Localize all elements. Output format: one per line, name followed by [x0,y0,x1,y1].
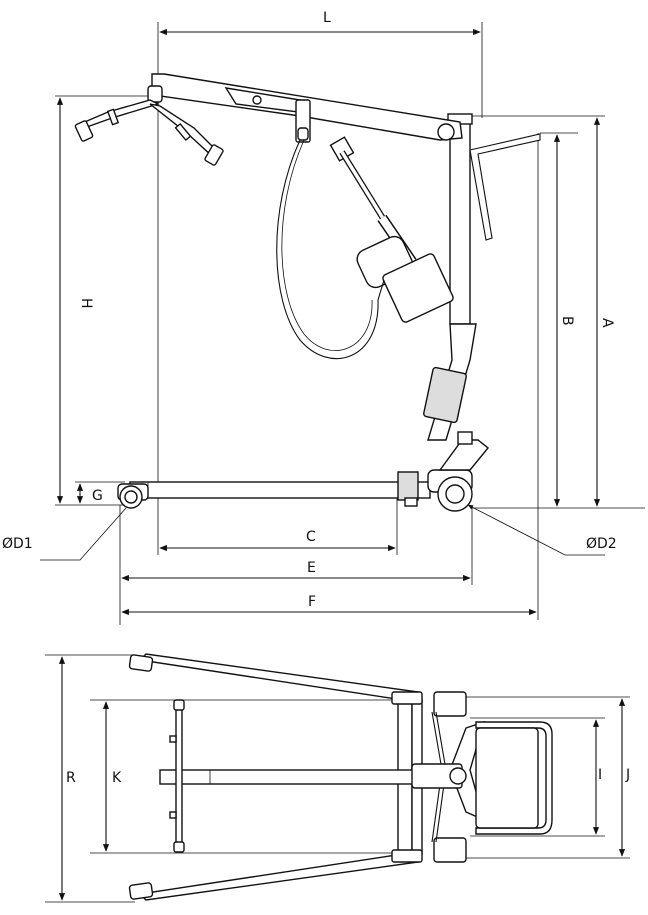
extension-lines-top [45,654,630,903]
spreader-bar-top [169,699,185,853]
side-view [40,22,645,625]
dimension-labels: L H G A B C E F ØD1 ØD2 R K I J [2,10,630,786]
dimension-lines-side [40,28,605,616]
dim-label-D1: ØD1 [2,536,33,552]
extension-lines-side [55,22,645,625]
mast [423,113,477,441]
actuator [329,136,454,323]
rear-wheel [427,469,473,512]
dim-label-F: F [308,594,316,610]
boom [151,73,463,143]
dim-label-D2: ØD2 [586,536,617,552]
dim-label-H: H [78,298,94,309]
base-chassis [129,471,431,507]
dim-label-A: A [599,318,615,328]
dim-label-B: B [559,316,575,326]
dimension-lines-top [58,656,626,901]
front-caster [117,483,149,509]
push-handle-top [475,721,553,835]
dim-label-I: I [598,767,602,783]
boom-top [159,763,467,789]
dim-label-G: G [92,488,103,504]
dim-label-L: L [323,10,331,26]
spreader-bar-side [74,85,224,166]
control-cable [276,139,385,360]
foot-pedal [438,431,489,471]
dim-label-J: J [625,767,630,783]
push-handle [469,133,541,241]
dim-label-R: R [66,770,76,786]
dim-label-C: C [306,529,316,545]
top-view [45,653,630,903]
dim-label-K: K [112,770,122,786]
dim-label-E: E [307,560,316,576]
